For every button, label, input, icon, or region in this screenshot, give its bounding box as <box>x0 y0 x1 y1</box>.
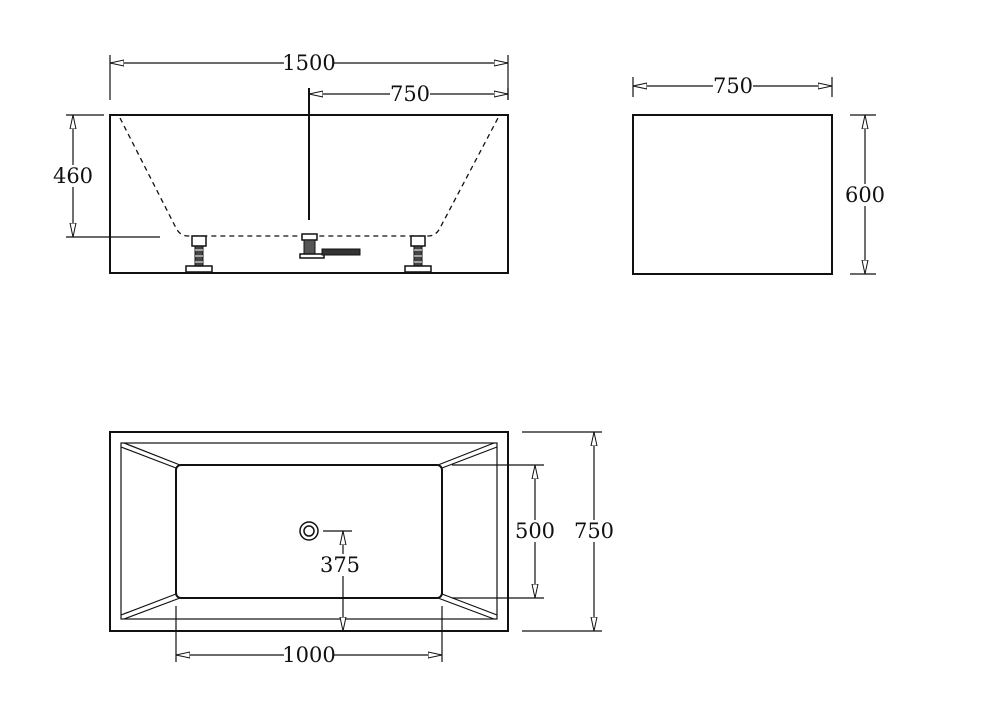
top-view-inner-rim <box>120 442 498 620</box>
dim-top-width: 750 <box>522 431 614 632</box>
dim-side-length-label: 1500 <box>282 51 335 75</box>
dim-side-half-length: 750 <box>309 82 509 106</box>
dim-top-drain-offset-label: 375 <box>320 553 360 577</box>
dim-top-inner-length: 1000 <box>175 606 443 667</box>
dim-end-width-label: 750 <box>713 74 753 98</box>
side-view: 1500 750 460 <box>53 51 509 274</box>
top-view-corner-bevels <box>120 442 498 620</box>
dim-end-width: 750 <box>632 74 833 98</box>
dim-top-width-label: 750 <box>574 519 614 543</box>
dim-end-height: 600 <box>845 114 885 275</box>
dim-side-height-label: 460 <box>53 164 93 188</box>
end-view: 750 600 <box>632 74 885 275</box>
top-view-basin-floor <box>175 464 443 599</box>
dim-top-inner-width: 500 <box>452 464 555 599</box>
right-foot-icon <box>404 235 432 273</box>
dim-top-inner-width-label: 500 <box>515 519 555 543</box>
drain-icon <box>299 521 319 541</box>
side-view-basin-dashed <box>119 117 499 237</box>
dim-top-drain-offset: 375 <box>320 530 362 631</box>
dim-side-length: 1500 <box>109 51 509 100</box>
dim-side-half-length-label: 750 <box>390 82 430 106</box>
dim-side-height: 460 <box>53 114 160 238</box>
dim-end-height-label: 600 <box>845 183 885 207</box>
top-view: 375 1000 500 750 <box>109 431 614 667</box>
dim-top-inner-length-label: 1000 <box>282 643 335 667</box>
left-foot-icon <box>185 235 213 273</box>
drain-assembly-icon <box>299 233 361 259</box>
end-view-outline <box>632 114 833 275</box>
top-view-outer-rim <box>109 431 509 632</box>
